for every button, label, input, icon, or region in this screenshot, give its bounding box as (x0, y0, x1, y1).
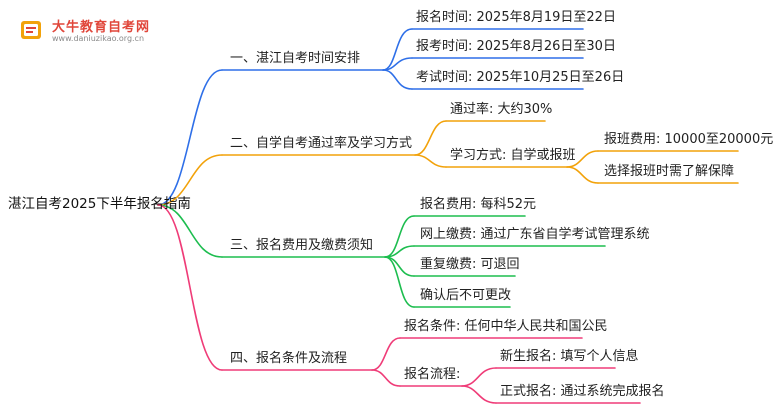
connector-branch3-child4 (384, 256, 415, 308)
connector-branch4-gc2 (461, 385, 497, 404)
branch4-label: 四、报名条件及流程 (230, 351, 348, 366)
connector-root-branch1 (157, 69, 223, 206)
branch2-child1: 通过率: 大约30% (450, 102, 553, 117)
branch2-grandchild2: 选择报班时需了解保障 (604, 164, 735, 179)
root-node: 湛江自考2025下半年报名指南 (8, 196, 191, 212)
branch3-child4: 确认后不可更改 (420, 288, 512, 303)
branch4-grandchild2: 正式报名: 通过系统完成报名 (500, 384, 665, 399)
connector-branch3-child1 (384, 215, 415, 258)
branch4-grandchild1: 新生报名: 填写个人信息 (500, 349, 639, 364)
connector-branch2-child1 (414, 120, 447, 156)
site-logo: 大牛教育自考网 www.daniuzikao.org.cn (18, 14, 178, 48)
branch1-child3: 考试时间: 2025年10月25日至26日 (416, 70, 625, 85)
connector-branch4-child2 (371, 369, 401, 387)
connector-root-branch3 (157, 204, 223, 258)
branch3-child2: 网上缴费: 通过广东省自学考试管理系统 (420, 227, 650, 242)
branch2-label: 二、自学自考通过率及学习方式 (230, 136, 413, 151)
connector-branch2-gc2 (566, 166, 599, 184)
branch2-grandchild1: 报班费用: 10000至20000元 (604, 132, 773, 147)
connector-branch2-child2 (414, 154, 447, 168)
book-logo-icon (21, 21, 41, 39)
connector-branch4-child1 (371, 337, 401, 371)
branch1-child2: 报考时间: 2025年8月26日至30日 (416, 39, 616, 54)
branch4-child2: 报名流程: (404, 367, 461, 382)
connector-root-branch2 (157, 154, 223, 206)
branch1-label: 一、湛江自考时间安排 (230, 51, 361, 66)
connector-branch4-gc1 (461, 367, 497, 387)
connector-branch1-child1 (382, 28, 413, 71)
branch3-label: 三、报名费用及缴费须知 (230, 238, 374, 253)
branch3-child3: 重复缴费: 可退回 (420, 257, 520, 272)
branch3-child1: 报名费用: 每科52元 (420, 197, 537, 212)
branch4-child1: 报名条件: 任何中华人民共和国公民 (404, 319, 608, 334)
mindmap-connectors (157, 28, 739, 404)
connector-branch1-child3 (382, 69, 413, 90)
logo-name: 大牛教育自考网 (52, 20, 151, 35)
logo-url: www.daniuzikao.org.cn (52, 34, 145, 43)
connector-root-branch4 (157, 204, 223, 371)
connector-branch3-child3 (384, 256, 415, 277)
branch2-child2: 学习方式: 自学或报班 (450, 148, 576, 163)
branch1-child1: 报名时间: 2025年8月19日至22日 (416, 10, 616, 25)
